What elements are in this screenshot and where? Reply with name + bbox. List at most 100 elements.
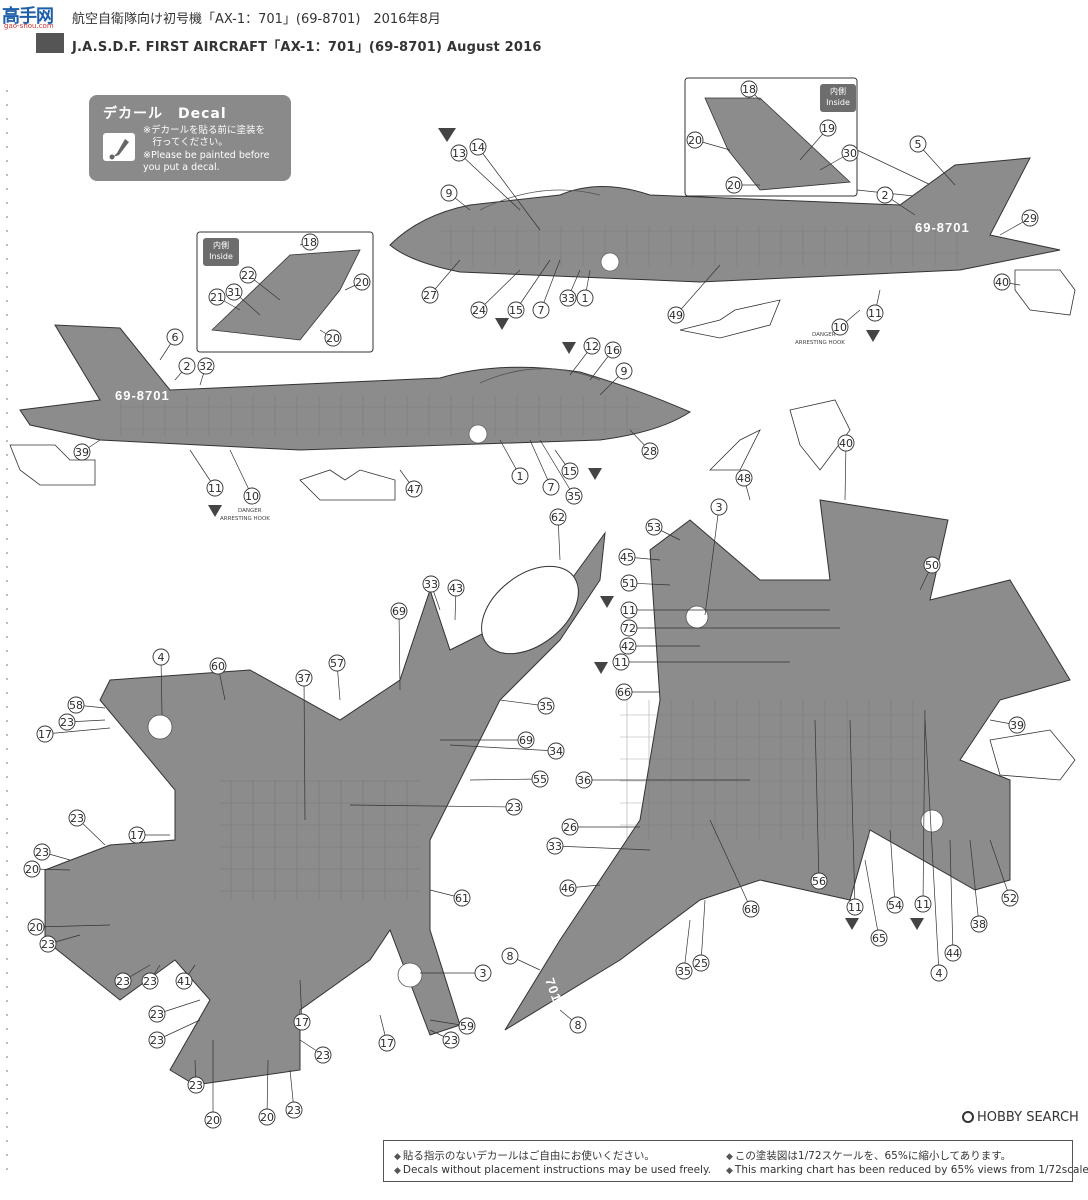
callout-15: 15 <box>561 462 579 480</box>
callout-number: 2 <box>184 360 191 373</box>
decal-note-jp-line1: ※デカールを貼る前に塗装を <box>143 125 265 136</box>
footer-note-left-jp-text: 貼る指示のないデカールはご自由にお使いください。 <box>402 1150 655 1162</box>
decal-note-jp-line2: 行ってください。 <box>143 137 228 148</box>
callout-23: 23 <box>141 972 159 990</box>
decal-icon <box>103 133 135 161</box>
callout-23: 23 <box>505 798 523 816</box>
callout-circle <box>532 301 550 319</box>
callout-circle <box>453 889 471 907</box>
callout-circle <box>225 283 243 301</box>
footer-note-right-jp-text: この塗装図は1/72スケールを、65%に縮小してあります。 <box>734 1150 1012 1162</box>
callout-number: 53 <box>647 521 661 534</box>
callout-17: 17 <box>128 826 146 844</box>
callout-23: 23 <box>285 1101 303 1119</box>
callout-45: 45 <box>618 548 636 566</box>
callout-20: 20 <box>353 273 371 291</box>
callout-number: 60 <box>211 660 225 673</box>
callout-30: 30 <box>841 144 859 162</box>
callout-circle <box>447 579 465 597</box>
callout-1: 1 <box>576 289 594 307</box>
callout-number: 24 <box>472 304 486 317</box>
callout-circle <box>293 1013 311 1031</box>
bottom-view: 701 <box>504 499 1071 1031</box>
callout-circle <box>141 972 159 990</box>
callout-11: 11 <box>866 304 884 322</box>
callout-circle <box>619 637 637 655</box>
callout-42: 42 <box>619 637 637 655</box>
callout-number: 56 <box>812 875 826 888</box>
callout-leader-line <box>160 656 163 716</box>
callout-23: 23 <box>58 713 76 731</box>
callout-circle <box>187 1076 205 1094</box>
callout-61: 61 <box>453 889 471 907</box>
callout-number: 48 <box>737 472 751 485</box>
callout-2: 2 <box>876 186 894 204</box>
inside-label-lower-jp: 内側 <box>213 241 229 250</box>
callout-circle <box>27 918 45 936</box>
callout-leader-line <box>922 709 926 905</box>
callout-number: 20 <box>29 921 43 934</box>
callout-number: 30 <box>843 147 857 160</box>
callout-number: 23 <box>60 716 74 729</box>
callout-leader-line <box>539 439 575 497</box>
callout-number: 12 <box>585 340 599 353</box>
callout-46: 46 <box>559 879 577 897</box>
callout-leader-line <box>229 449 253 497</box>
callout-circle <box>993 273 1011 291</box>
callout-number: 8 <box>507 950 514 963</box>
callout-circle <box>353 273 371 291</box>
callout-number: 18 <box>303 236 317 249</box>
title-japanese: 航空自衛隊向け初号機「AX-1：701」(69-8701) 2016年8月 <box>72 12 441 27</box>
callout-circle <box>152 648 170 666</box>
callout-circle <box>378 1034 396 1052</box>
callout-circle <box>114 972 132 990</box>
callout-circle <box>561 462 579 480</box>
callout-number: 20 <box>25 863 39 876</box>
arresting-hook-label-right: ARRESTING HOOK <box>795 340 845 346</box>
callout-25: 25 <box>692 954 710 972</box>
callout-circle <box>314 1046 332 1064</box>
footer-note-right-en: ◆This marking chart has been reduced by … <box>726 1164 1088 1176</box>
callout-circle <box>575 771 593 789</box>
decal-panel: デカール Decal ※デカールを貼る前に塗装を 行ってください。 ※Pleas… <box>89 95 291 181</box>
callout-number: 35 <box>539 700 553 713</box>
callout-34: 34 <box>547 742 565 760</box>
margin-guide <box>6 90 8 1170</box>
callout-53: 53 <box>645 518 663 536</box>
callout-circle <box>208 288 226 306</box>
callout-circle <box>561 818 579 836</box>
danger-label-left: DANGER <box>238 508 262 514</box>
callout-circle <box>866 304 884 322</box>
callout-56: 56 <box>810 872 828 890</box>
callout-circle <box>970 915 988 933</box>
callout-40: 40 <box>837 434 855 452</box>
callout-number: 72 <box>622 622 636 635</box>
callout-23: 23 <box>148 1031 166 1049</box>
callout-number: 23 <box>316 1049 330 1062</box>
callout-23: 23 <box>442 1031 460 1049</box>
callout-leader-line <box>704 506 720 616</box>
callout-23: 23 <box>39 935 57 953</box>
callout-number: 31 <box>227 286 241 299</box>
callout-number: 20 <box>355 276 369 289</box>
callout-number: 23 <box>35 846 49 859</box>
callout-11: 11 <box>914 895 932 913</box>
callout-number: 11 <box>208 482 222 495</box>
side-view-left: 69-8701 <box>19 324 692 451</box>
callout-23: 23 <box>314 1046 332 1064</box>
registration-side-left: 69-8701 <box>115 388 170 403</box>
callout-number: 40 <box>839 437 853 450</box>
callout-circle <box>542 478 560 496</box>
inside-label-upper-jp: 内側 <box>830 87 846 96</box>
callout-20: 20 <box>204 1111 222 1129</box>
callout-circle <box>67 696 85 714</box>
callout-number: 33 <box>424 578 438 591</box>
callout-circle <box>531 770 549 788</box>
callout-leader-line <box>949 839 954 954</box>
callout-3: 3 <box>710 498 728 516</box>
callout-circle <box>1008 716 1026 734</box>
callout-number: 5 <box>915 138 922 151</box>
callout-circle <box>301 233 319 251</box>
callout-circle <box>324 329 342 347</box>
